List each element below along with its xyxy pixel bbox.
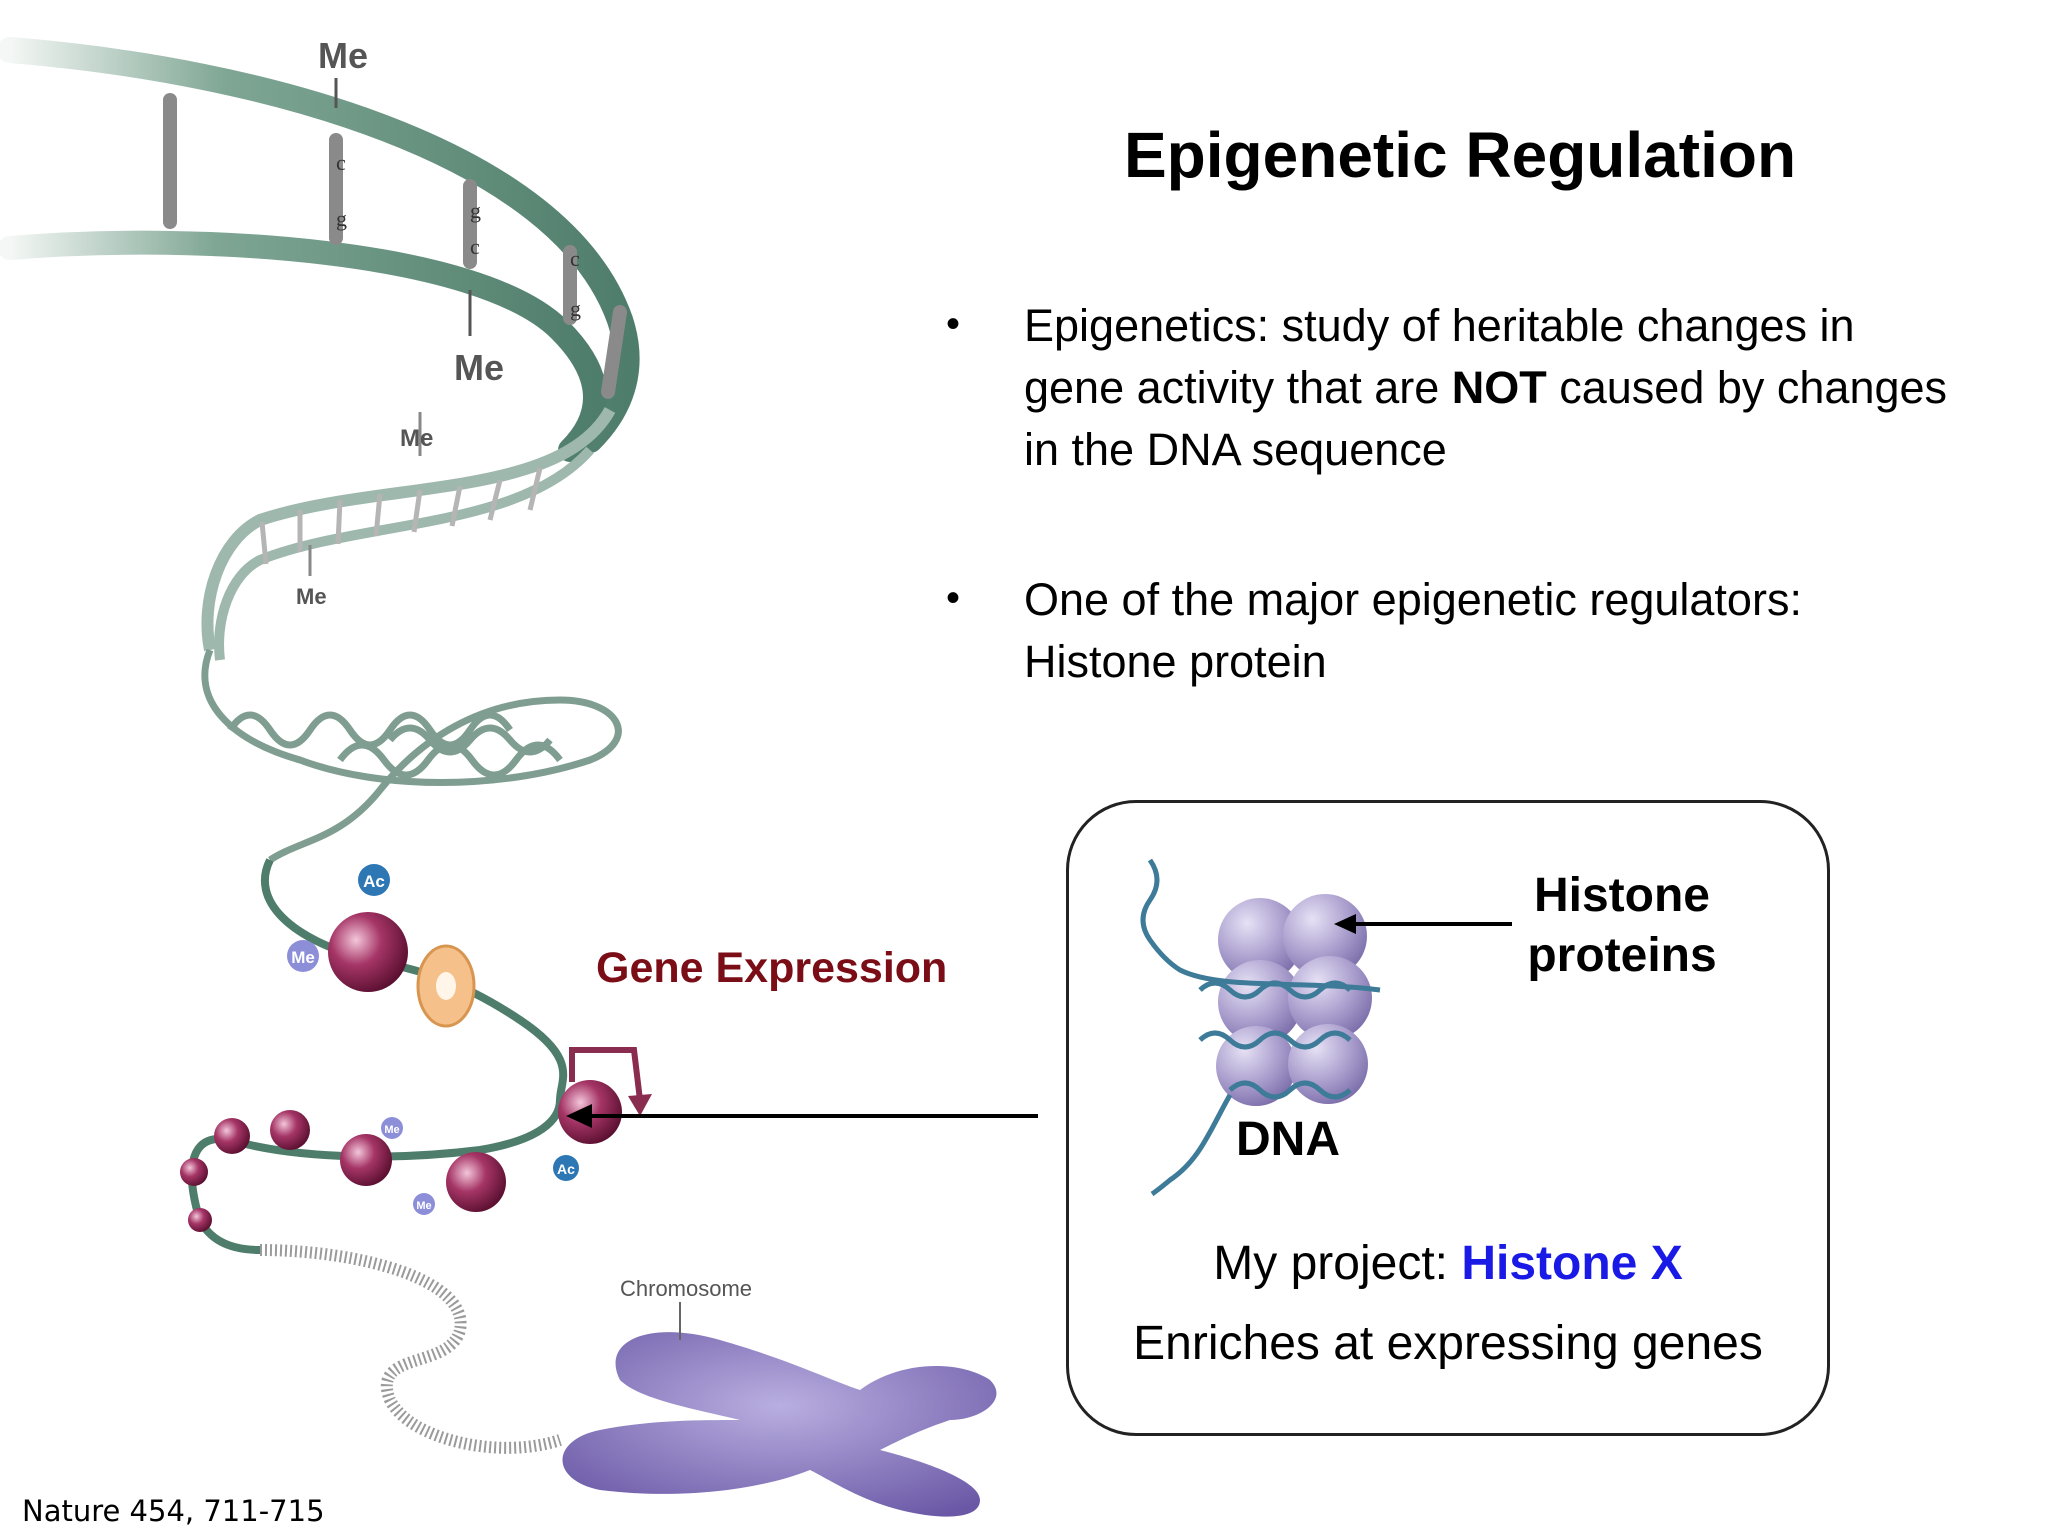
histone-inset-box: [1066, 800, 1830, 1436]
bullet-text-2: One of the major epigenetic regulators: …: [1024, 574, 1802, 687]
me-marker-3: Me: [416, 1200, 431, 1212]
ac-label-top: Ac: [363, 872, 385, 891]
dna-twisted-helix: [201, 648, 622, 863]
me-label-top: Me: [318, 35, 368, 76]
project-name: Histone X: [1461, 1237, 1683, 1290]
histone-proteins-label: Histone proteins: [1502, 866, 1742, 986]
gene-expression-label: Gene Expression: [596, 944, 948, 992]
ac-label-bottom: Ac: [557, 1161, 575, 1177]
dna-helix-top: [0, 37, 640, 462]
histone-label-line2: proteins: [1527, 929, 1717, 982]
base-c-2: c: [470, 234, 480, 259]
expression-arrow-icon: [569, 1047, 643, 1101]
base-g-2: g: [470, 198, 481, 223]
bullet-marker-2: •: [946, 576, 961, 620]
dna-label: DNA: [1236, 1113, 1340, 1166]
nucleosome-group: [180, 912, 622, 1232]
me-marker-1: Me: [291, 948, 315, 967]
project-prefix: My project:: [1213, 1237, 1462, 1290]
chromosome-shape: [562, 1332, 997, 1517]
dna-ladder-mid: [201, 406, 616, 661]
me-label-mid: Me: [454, 347, 504, 388]
bullet-1-text-before: Epigenetics: study of heritable changes …: [1024, 300, 1855, 413]
base-c-3: c: [570, 246, 580, 271]
base-g-1: g: [336, 206, 347, 231]
citation-credit: Nature 454, 711-715: [22, 1494, 325, 1528]
me-marker-2: Me: [384, 1124, 399, 1136]
bullet-text-1: Epigenetics: study of heritable changes …: [1024, 295, 1964, 481]
histone-label-line1: Histone: [1533, 869, 1710, 922]
bullet-1-text-after: caused by changes in the DNA sequence: [1024, 362, 1948, 475]
me-label-small-1: Me: [400, 425, 433, 452]
slide-title: Epigenetic Regulation: [1123, 119, 1797, 191]
histone-pointer-arrow-icon: [1334, 914, 1512, 934]
bullet-1-bold: NOT: [1451, 362, 1547, 413]
nucleosome-inset-drawing: [1140, 858, 1381, 1197]
me-label-small-2: Me: [296, 584, 327, 609]
project-line: My project: Histone X: [1066, 1236, 1830, 1291]
base-g-3: g: [570, 296, 581, 321]
bullet-marker-1: •: [946, 302, 961, 346]
pointer-arrow-icon: [566, 1104, 1038, 1128]
chromosome-label: Chromosome: [620, 1276, 752, 1301]
chromatin-illustration: c g g c c g Me Me Me Me: [0, 35, 997, 1517]
enrich-line: Enriches at expressing genes: [1133, 1317, 1763, 1370]
base-c-1: c: [336, 150, 346, 175]
